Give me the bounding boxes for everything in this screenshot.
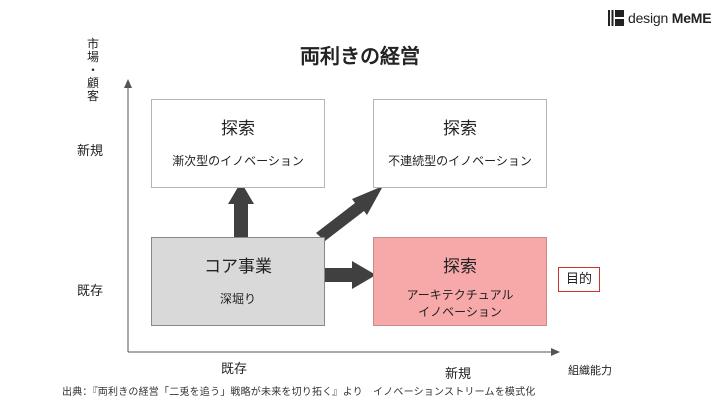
logo-mark-icon [608,10,624,26]
y-axis-title-char: 顧 [86,76,99,90]
box-discontinuous-exploration: 探索 不連続型のイノベーション [373,99,547,188]
y-axis-title: 市 場 ・ 顧 客 [85,38,101,103]
y-tick-new: 新規 [77,144,104,159]
box-head: 探索 [443,119,477,139]
brand-logo: design MeME [608,9,712,27]
source-citation: 出典：『両利きの経営「二兎を追う」戦略が未来を切り拓く』より イノベーションスト… [62,387,536,398]
goal-label: 目的 [558,267,600,292]
page-title: 両利きの経営 [300,44,420,68]
y-tick-existing: 既存 [77,284,104,299]
x-axis-arrowhead [551,348,560,356]
y-axis-title-char: ・ [86,63,99,77]
box-sub: 深堀り [219,292,256,306]
arrow-diagonal [316,186,383,241]
box-head: 探索 [443,257,477,277]
box-sub-line: アーキテクチュアル [406,288,514,302]
y-axis-title-char: 場 [86,50,99,64]
box-sub-line: イノベーション [418,305,502,319]
y-axis-title-char: 客 [86,89,99,103]
box-core-business: コア事業 深堀り [151,237,325,326]
y-axis-arrowhead [124,79,132,88]
box-sub: アーキテクチュアル イノベーション [374,287,546,321]
box-head: 探索 [221,119,255,139]
box-architectural-exploration: 探索 アーキテクチュアル イノベーション [373,237,547,326]
brand-name: design MeME [628,10,712,26]
x-tick-new: 新規 [445,367,472,382]
arrow-right [324,261,376,289]
y-axis-title-char: 市 [86,37,99,51]
box-sub: 不連続型のイノベーション [388,154,532,168]
arrow-up [228,182,254,238]
box-sub: 漸次型のイノベーション [172,154,304,168]
box-head: コア事業 [204,257,272,277]
x-tick-existing: 既存 [221,362,248,377]
box-incremental-exploration: 探索 漸次型のイノベーション [151,99,325,188]
x-axis-title: 組織能力 [568,364,612,377]
